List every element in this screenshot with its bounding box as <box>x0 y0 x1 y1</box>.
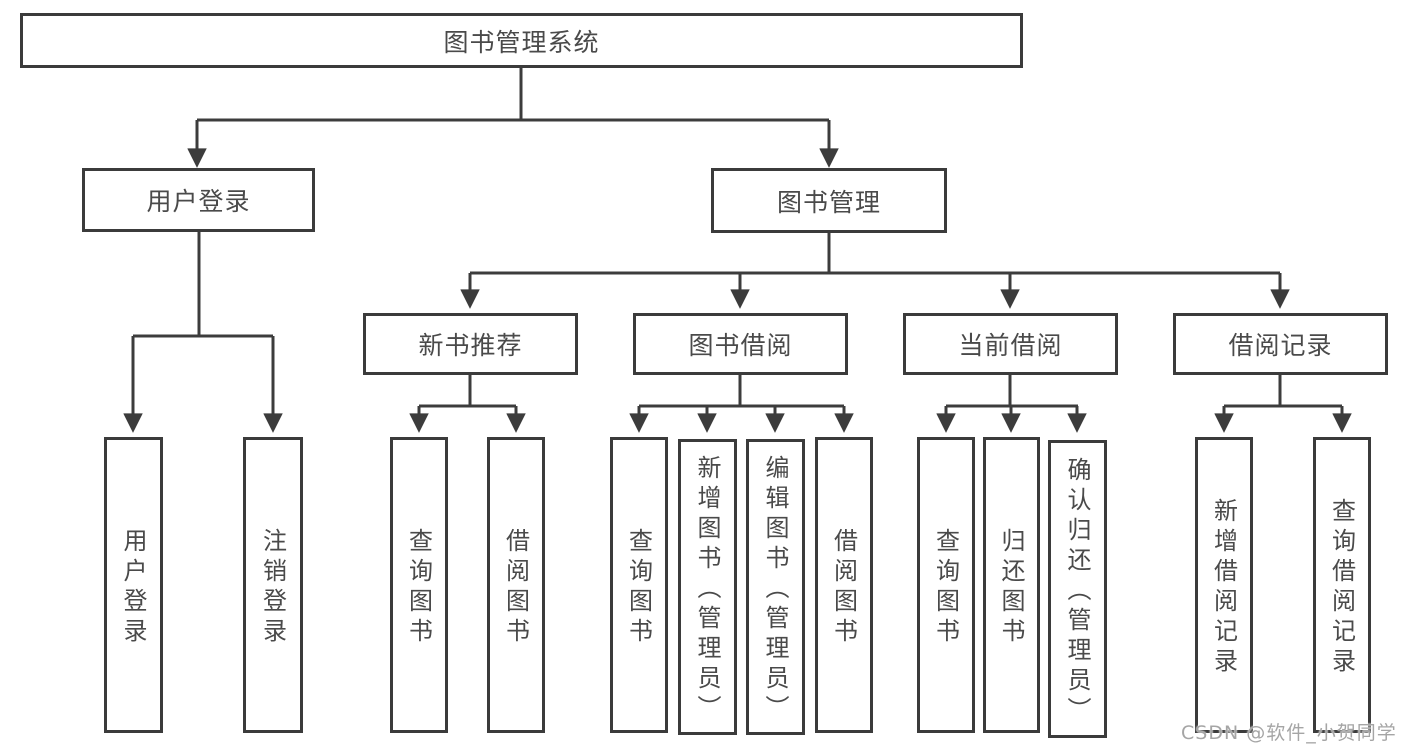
node-book-borrowing: 图书借阅 <box>633 313 848 375</box>
node-confirm-return-admin: 确认归还（管理员） <box>1048 440 1107 738</box>
node-book-management: 图书管理 <box>711 168 947 233</box>
watermark: CSDN @软件_小贺同学 <box>1181 722 1397 744</box>
node-library-system: 图书管理系统 <box>20 13 1023 68</box>
node-add-book-admin: 新增图书（管理员） <box>678 439 737 735</box>
node-return-books: 归还图书 <box>983 437 1040 733</box>
node-query-borrow-record: 查询借阅记录 <box>1313 437 1371 733</box>
node-borrow-books-borrowing: 借阅图书 <box>815 437 873 733</box>
node-query-books-recommend: 查询图书 <box>390 437 448 733</box>
node-borrow-books-recommend: 借阅图书 <box>487 437 545 733</box>
node-user-login-leaf: 用户登录 <box>104 437 163 733</box>
node-edit-book-admin: 编辑图书（管理员） <box>746 439 805 735</box>
node-query-books-current: 查询图书 <box>917 437 975 733</box>
connector-trunk-new-book <box>419 375 516 408</box>
connector-trunk-book-borrow <box>639 375 844 408</box>
node-query-books-borrowing: 查询图书 <box>610 437 668 733</box>
connector-trunk-root <box>197 68 829 122</box>
node-borrowing-records: 借阅记录 <box>1173 313 1388 375</box>
node-current-borrowing: 当前借阅 <box>903 313 1118 375</box>
node-new-book-recommend: 新书推荐 <box>363 313 578 375</box>
node-logout: 注销登录 <box>243 437 303 733</box>
node-user-login: 用户登录 <box>82 168 315 232</box>
node-add-borrow-record: 新增借阅记录 <box>1195 437 1253 733</box>
connector-trunk-user-login <box>133 232 273 338</box>
connector-trunk-borrow-record <box>1224 375 1342 408</box>
connector-trunk-book-mgmt <box>470 233 1280 275</box>
connector-trunk-current-borrow <box>946 375 1078 408</box>
